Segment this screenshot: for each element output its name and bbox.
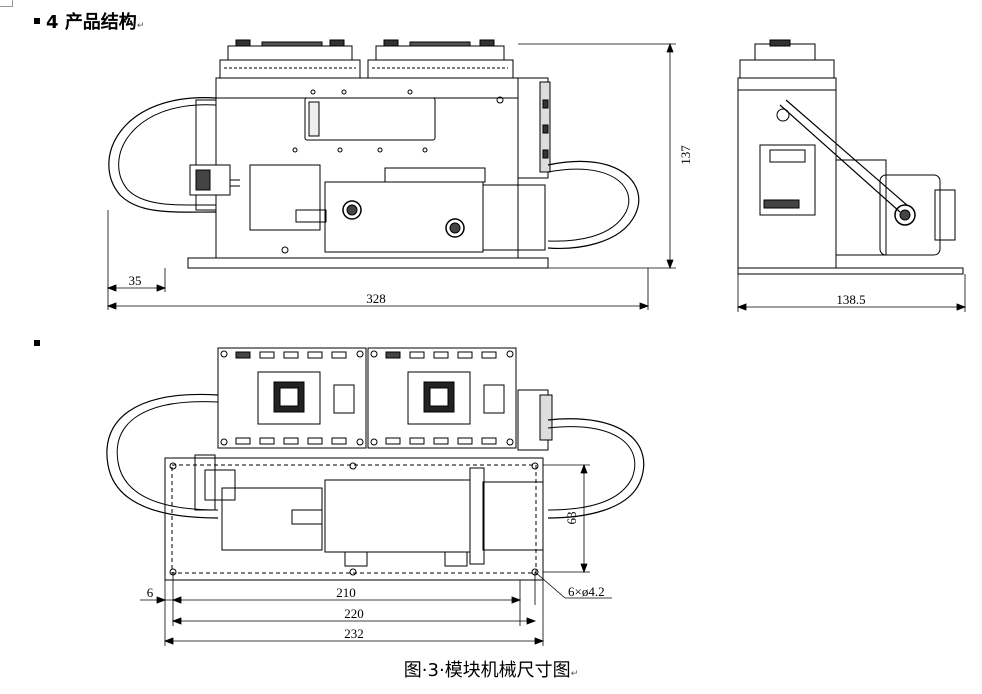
fiber-loop-left [108, 97, 217, 213]
figure-caption: 图·3·模块机械尺寸图↵ [403, 660, 579, 681]
side-connector-panel [759, 144, 816, 216]
dim-hole-span: 210 [336, 585, 356, 600]
side-dimension-lines [736, 274, 967, 312]
left-bracket [195, 99, 217, 211]
top-pcb-board-right [367, 347, 517, 449]
section-number: 4 [46, 12, 59, 33]
module-box [324, 181, 484, 253]
top-pcb-left [219, 39, 361, 79]
dim-front-height: 137 [678, 145, 693, 165]
paragraph-mark-icon: ↵ [570, 669, 579, 679]
front-view [106, 39, 676, 310]
dim-front-offset: 35 [129, 273, 142, 288]
front-dimension-lines [106, 42, 676, 310]
side-chassis [737, 77, 837, 269]
top-laser-cylinder [221, 487, 323, 551]
side-fiber [779, 104, 901, 213]
top-module-cover [482, 481, 544, 551]
bullet-icon [34, 18, 40, 24]
caption-title: 模块机械尺寸图 [444, 660, 571, 681]
caption-number: 3 [427, 660, 439, 681]
dim-side-depth: 138.5 [836, 292, 865, 307]
dim-total-width: 232 [344, 626, 364, 641]
dim-holes: 6×ø4.2 [568, 584, 605, 599]
top-fiber-loop-left [106, 393, 219, 519]
fiber-loop-right [547, 160, 640, 249]
paragraph-mark-icon: ↵ [136, 21, 145, 31]
top-pcb-board-left [217, 347, 367, 449]
module-cover [482, 184, 546, 251]
chassis-window [304, 97, 436, 141]
section-heading: 4 产品结构↵ [34, 8, 144, 34]
dim-inner-width: 220 [344, 606, 364, 621]
side-pcb [739, 59, 835, 79]
top-module-box [324, 479, 484, 553]
side-motor [879, 174, 941, 256]
top-fiber-loop-right [547, 418, 645, 519]
side-base-plate [737, 267, 964, 275]
base-plate [187, 257, 549, 269]
side-view [736, 39, 967, 312]
dim-top-offset: 6 [147, 585, 154, 600]
page-corner-mark [0, 0, 13, 7]
dim-front-width: 328 [366, 291, 386, 306]
caption-label: 图 [403, 660, 422, 681]
laser-head-cylinder [249, 164, 321, 231]
top-pcb-right [367, 39, 514, 79]
section-title: 产品结构 [64, 12, 137, 33]
bullet-icon [34, 340, 40, 346]
dim-top-height: 63 [564, 512, 579, 525]
top-view [106, 347, 645, 646]
top-dimension-lines [140, 463, 612, 646]
